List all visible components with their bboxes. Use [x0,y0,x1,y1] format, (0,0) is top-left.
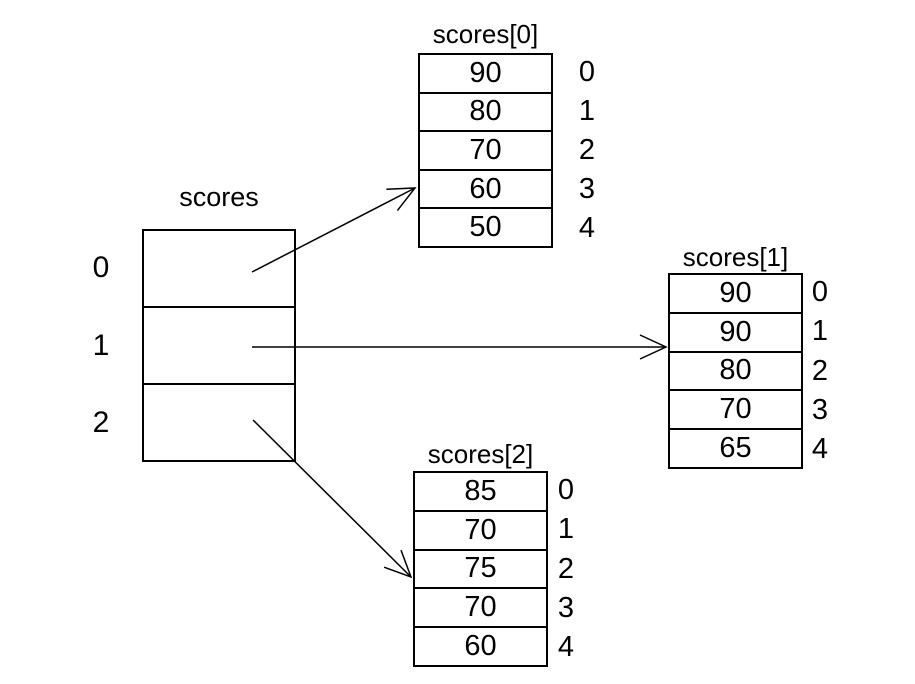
pointer-array-index-column: 0 1 2 [84,229,118,462]
scores0-index-4: 4 [578,212,596,244]
scores0-index-0: 0 [578,56,596,88]
scores2-index-4: 4 [557,630,575,663]
scores1-index-2: 2 [811,354,829,387]
scores2-index-1: 1 [557,513,575,546]
scores2-cell-2: 75 [415,551,546,590]
scores1-cell-4: 65 [719,432,752,465]
scores0-cell-0: 90 [420,55,551,94]
pointer-array-box [142,229,296,462]
scores1-cell-0: 90 [670,275,801,314]
scores0-index-3: 3 [578,173,596,205]
pointer-index-1: 1 [92,328,110,362]
scores1-index-1: 1 [811,315,829,348]
pointer-index-0: 0 [92,250,110,284]
scores0-index-1: 1 [578,95,596,127]
scores1-table: 90 90 80 70 65 [668,273,803,469]
scores1-index-3: 3 [811,393,829,426]
scores2-cell-3: 70 [415,589,546,629]
pointer-cell-2 [144,385,294,460]
scores2-title: scores[2] [427,439,534,469]
scores2-index-column: 0 1 2 3 4 [550,471,582,667]
scores0-table: 90 80 70 60 50 [418,53,553,248]
scores0-cell-2: 70 [420,132,551,171]
pointer-index-2: 2 [92,406,110,440]
scores2-index-2: 2 [557,552,575,585]
scores1-index-4: 4 [811,432,829,465]
scores2-index-0: 0 [557,474,575,507]
scores1-title: scores[1] [682,242,789,272]
scores2-table: 85 70 75 70 60 [413,471,548,667]
scores0-index-2: 2 [578,134,596,166]
scores0-cell-1: 80 [420,94,551,133]
scores0-index-column: 0 1 2 3 4 [570,53,604,248]
scores1-cell-2: 80 [670,353,801,392]
scores2-index-3: 3 [557,591,575,624]
scores1-cell-3: 70 [670,391,801,431]
scores0-cell-3: 60 [420,171,551,210]
pointer-cell-1 [144,308,294,385]
pointer-array-title: scores [179,182,259,212]
pointer-cell-0 [144,231,294,308]
scores1-index-0: 0 [811,276,829,309]
scores2-cell-4: 60 [464,630,497,663]
scores0-title: scores[0] [432,19,539,49]
scores2-cell-0: 85 [415,473,546,512]
scores1-index-column: 0 1 2 3 4 [804,273,836,469]
scores1-cell-1: 90 [670,314,801,353]
scores2-cell-1: 70 [415,512,546,551]
scores0-cell-4: 50 [469,211,502,244]
